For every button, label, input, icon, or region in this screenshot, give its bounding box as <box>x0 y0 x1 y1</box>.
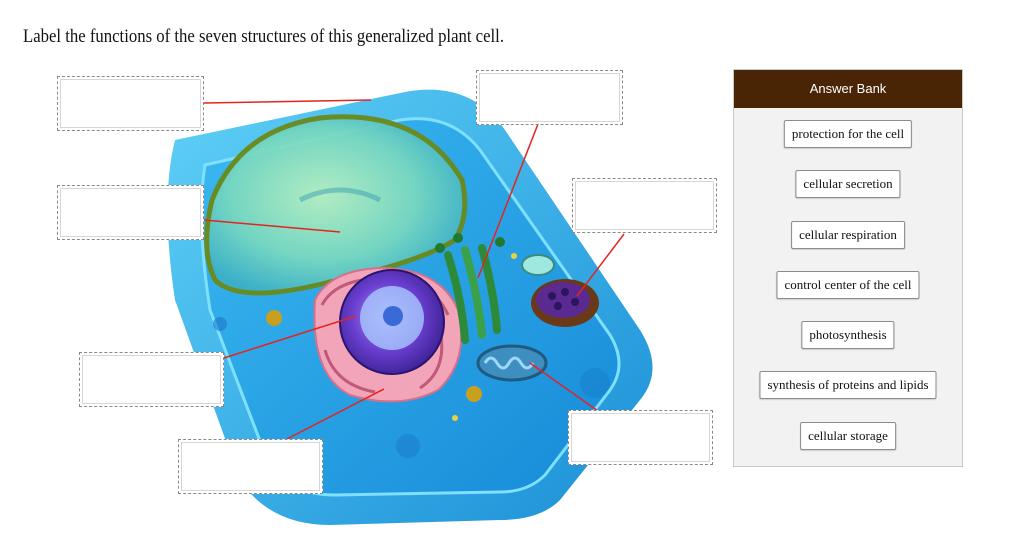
leader-line-6 <box>286 388 385 440</box>
answer-chip-protection[interactable]: protection for the cell <box>783 120 913 148</box>
drop-target-4[interactable] <box>572 178 717 233</box>
nucleus <box>339 269 445 375</box>
answer-chip-synthesis[interactable]: synthesis of proteins and lipids <box>759 371 937 399</box>
leader-line-7 <box>529 362 599 412</box>
leader-line-3 <box>477 123 539 279</box>
drop-target-7[interactable] <box>568 410 713 465</box>
answer-chip-respiration[interactable]: cellular respiration <box>791 221 905 249</box>
leader-line-1 <box>203 99 372 104</box>
answer-bank-title: Answer Bank <box>734 70 962 108</box>
leader-line-5 <box>223 315 357 359</box>
chloroplast <box>521 254 599 327</box>
answer-bank: Answer Bank protection for the cell cell… <box>733 69 963 467</box>
golgi-apparatus <box>435 233 505 344</box>
answer-chip-photosynthesis[interactable]: photosynthesis <box>801 321 895 349</box>
leader-line-2 <box>203 219 341 233</box>
drop-target-5[interactable] <box>79 352 224 407</box>
drop-target-1[interactable] <box>57 76 204 131</box>
drop-target-6[interactable] <box>178 439 323 494</box>
answer-chip-storage[interactable]: cellular storage <box>800 422 896 450</box>
leader-lines <box>203 99 625 440</box>
leader-line-4 <box>576 233 625 297</box>
vesicles <box>213 253 610 458</box>
drop-target-2[interactable] <box>57 185 204 240</box>
answer-chip-control-center[interactable]: control center of the cell <box>776 271 920 299</box>
drop-target-3[interactable] <box>476 70 623 125</box>
mitochondrion <box>476 344 548 382</box>
answer-chip-secretion[interactable]: cellular secretion <box>795 170 901 198</box>
question-prompt: Label the functions of the seven structu… <box>23 26 505 47</box>
